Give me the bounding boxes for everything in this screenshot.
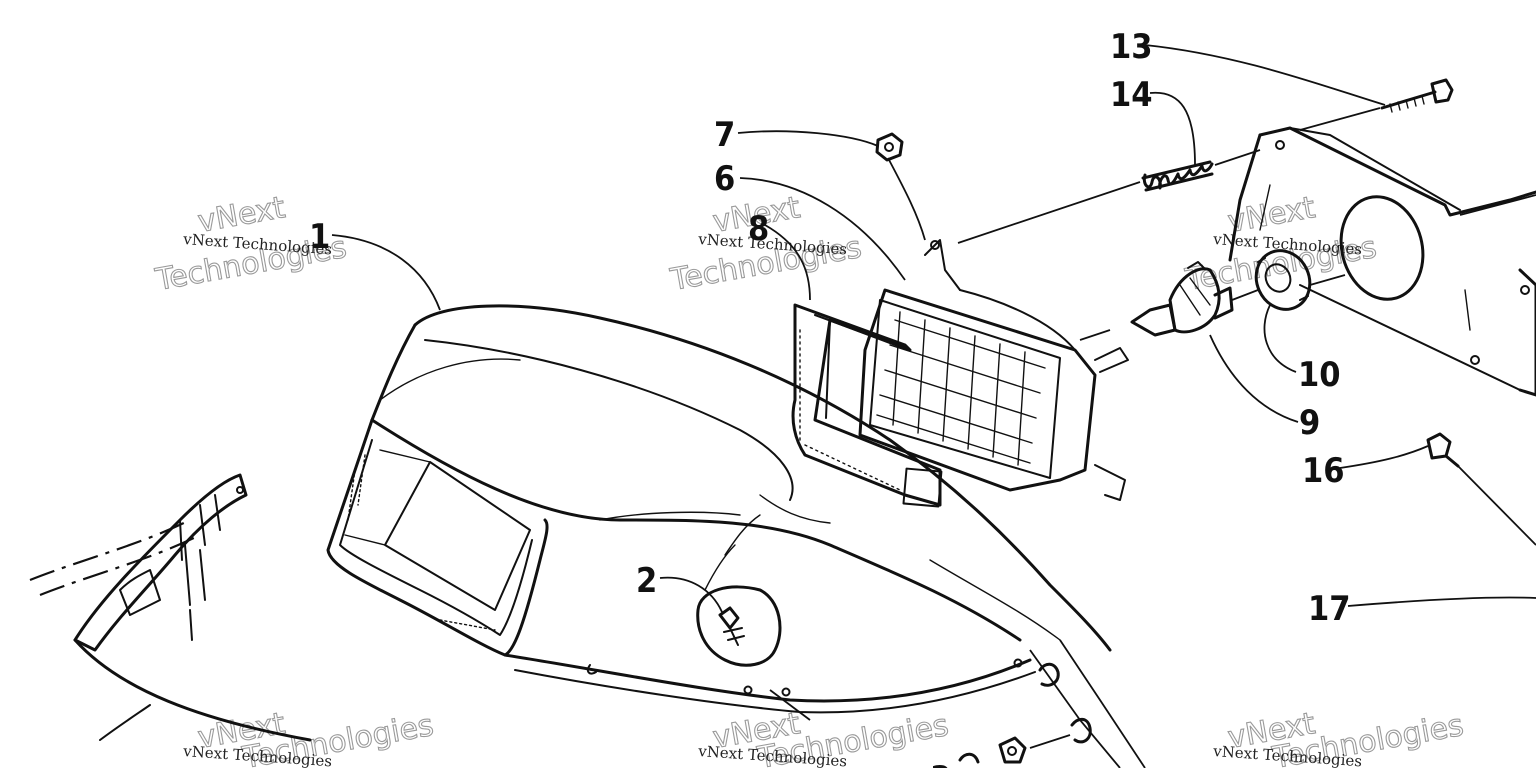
rivet-icon — [1470, 355, 1480, 365]
rivet-icon — [781, 687, 791, 697]
leader-2 — [659, 576, 723, 613]
callout-17: 17 — [1308, 589, 1351, 629]
assembly-lines — [769, 107, 1536, 769]
bulb-retainer — [1254, 249, 1312, 311]
callout-2: 2 — [636, 561, 657, 601]
headlight-bulb — [1130, 261, 1234, 337]
callout-14: 14 — [1110, 75, 1153, 115]
grommet-icon — [696, 585, 782, 667]
rivet-icon — [1520, 285, 1530, 295]
washer-icon — [998, 736, 1027, 764]
hood-headlight-opening — [326, 418, 549, 657]
clip-icon — [1038, 662, 1060, 687]
leader-7b — [887, 157, 926, 241]
mounting-plate — [1228, 126, 1536, 397]
plate-hole — [1339, 195, 1425, 301]
leader-8 — [764, 224, 811, 301]
callout-10: 10 — [1298, 355, 1341, 395]
leader-1 — [331, 234, 441, 311]
rivet-icon — [1013, 658, 1023, 668]
callout-3: 3 — [930, 759, 951, 768]
watermark-bottom-left: vNext Technologies vNext Technologies — [182, 706, 437, 772]
adjusting-bolt — [1380, 78, 1454, 113]
bottom-fasteners — [696, 585, 1092, 764]
hood-shell — [370, 304, 1112, 714]
nut — [875, 132, 904, 162]
watermark-bottom-center: vNext Technologies vNext Technologies — [697, 706, 952, 772]
rivet-icon — [1275, 140, 1285, 150]
rivet-icon — [236, 486, 244, 494]
leader-9 — [1209, 334, 1299, 423]
watermark-top-right: vNext Technologies vNext Technologies — [1182, 190, 1380, 299]
leader-lines — [331, 44, 1536, 613]
leader-13 — [1144, 44, 1386, 106]
screw-head-icon — [718, 606, 740, 630]
leader-6 — [739, 177, 906, 281]
watermark-bottom-right: vNext Technologies vNext Technologies — [1212, 706, 1467, 772]
nut-icon — [958, 752, 980, 764]
leader-17 — [1347, 596, 1536, 607]
screw-head-icon — [1426, 432, 1452, 460]
leader-14 — [1149, 91, 1196, 166]
leader-16 — [1339, 445, 1429, 469]
leader-10 — [1263, 304, 1297, 373]
headlight-assembly — [858, 239, 1129, 501]
callout-8: 8 — [748, 209, 769, 249]
callout-1: 1 — [309, 217, 330, 257]
rivet-icon — [743, 685, 753, 695]
mounting-hole-icon — [930, 240, 940, 250]
callout-16: 16 — [1302, 451, 1345, 491]
watermark-top-left: vNext Technologies vNext Technologies — [152, 190, 350, 299]
left-bracket — [29, 473, 312, 742]
callout-13: 13 — [1110, 27, 1153, 67]
leader-7 — [737, 130, 879, 147]
bulb-icon — [1130, 303, 1177, 337]
spring — [1141, 160, 1214, 192]
screw — [1426, 432, 1460, 468]
callout-7: 7 — [714, 115, 735, 155]
callout-6: 6 — [714, 159, 735, 199]
clip-icon — [1070, 717, 1092, 744]
retainer-ring-icon — [1254, 249, 1312, 311]
callout-9: 9 — [1299, 403, 1320, 443]
hex-nut-icon — [875, 132, 904, 162]
bolt-head-icon — [1430, 78, 1454, 104]
bezel-corner — [902, 467, 943, 508]
headlight-bezel — [791, 303, 943, 508]
